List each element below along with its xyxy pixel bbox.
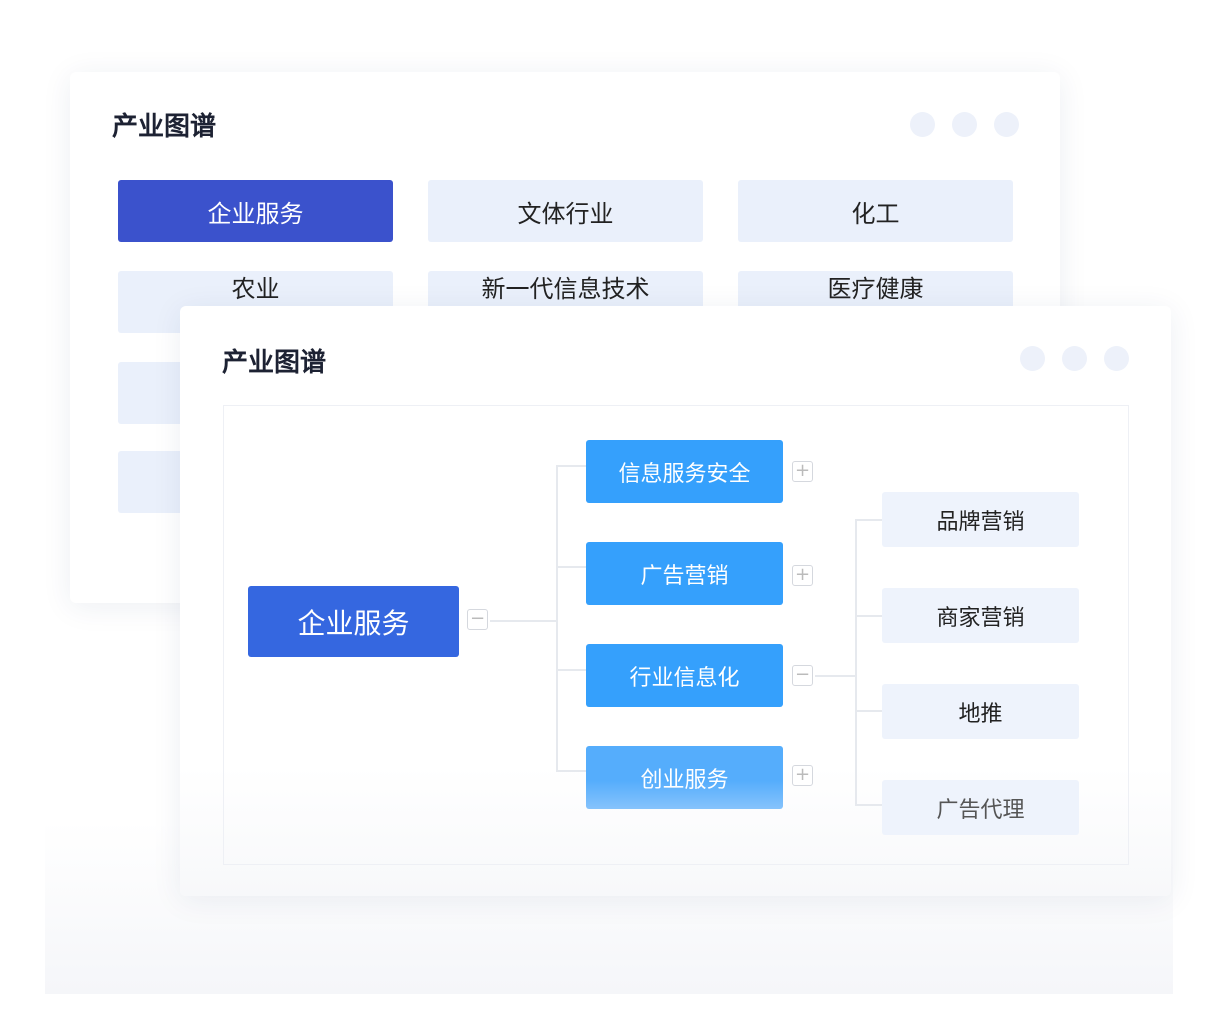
connector <box>855 804 882 806</box>
tag-culture-sports[interactable]: 文体行业 <box>428 180 703 242</box>
grandchild-node[interactable]: 广告代理 <box>882 780 1079 835</box>
tag-enterprise-services[interactable]: 企业服务 <box>118 180 393 242</box>
connector <box>556 669 586 671</box>
back-card-title: 产业图谱 <box>112 112 217 142</box>
root-node[interactable]: 企业服务 <box>248 586 459 657</box>
grandchild-node[interactable]: 地推 <box>882 684 1079 739</box>
tag-chemical[interactable]: 化工 <box>738 180 1013 242</box>
expand-toggle[interactable]: + <box>792 565 813 586</box>
connector <box>815 675 855 677</box>
connector <box>556 770 586 772</box>
grandchild-node[interactable]: 品牌营销 <box>882 492 1079 547</box>
child-node[interactable]: 广告营销 <box>586 542 783 605</box>
front-card-title: 产业图谱 <box>222 348 327 378</box>
grandchild-node[interactable]: 商家营销 <box>882 588 1079 643</box>
window-dot <box>910 112 935 137</box>
connector <box>556 465 586 467</box>
window-dot <box>1104 346 1129 371</box>
connector <box>855 615 882 617</box>
expand-toggle[interactable]: + <box>792 765 813 786</box>
mindmap-frame <box>223 405 1129 865</box>
connector <box>556 566 586 568</box>
window-dot <box>1020 346 1045 371</box>
collapse-toggle[interactable]: − <box>792 665 813 686</box>
window-dot <box>994 112 1019 137</box>
connector <box>490 620 556 622</box>
child-node[interactable]: 创业服务 <box>586 746 783 809</box>
connector <box>855 519 857 805</box>
window-dot <box>1062 346 1087 371</box>
connector <box>855 710 882 712</box>
child-node[interactable]: 信息服务安全 <box>586 440 783 503</box>
connector <box>855 519 882 521</box>
window-dot <box>952 112 977 137</box>
child-node[interactable]: 行业信息化 <box>586 644 783 707</box>
collapse-toggle[interactable]: − <box>467 609 488 630</box>
connector <box>556 465 558 771</box>
expand-toggle[interactable]: + <box>792 461 813 482</box>
